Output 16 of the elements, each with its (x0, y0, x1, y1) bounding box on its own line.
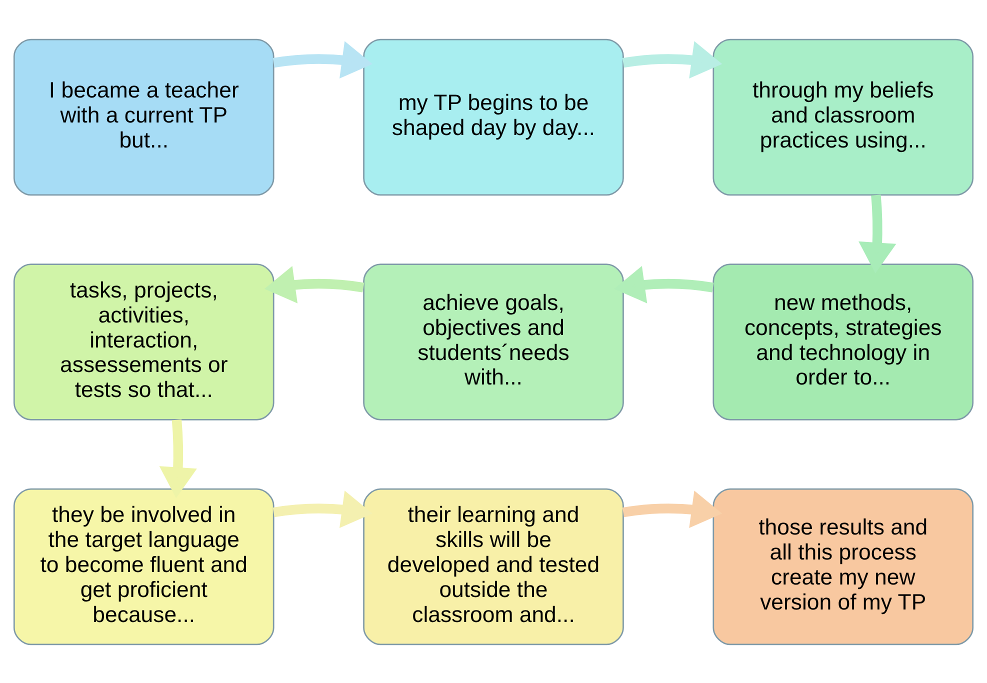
node-box: new methods, concepts, strategies and technology in order to... (712, 263, 974, 420)
node-box: achieve goals, objectives and students´needs with... (363, 263, 624, 420)
arrow (858, 194, 896, 273)
node-box: those results and all this process create my new version of my TP (712, 488, 974, 645)
arrow (272, 40, 373, 78)
node-box: their learning and skills will be developed and tested outside the classroom and... (363, 488, 624, 645)
node-box: my TP begins to be shaped day by day... (363, 38, 624, 196)
node-box: through my beliefs and classroom practices using... (712, 38, 974, 196)
arrow (272, 490, 373, 528)
arrow (622, 40, 722, 78)
node-box: they be involved in the target language to become fluent and get proficient because... (13, 488, 274, 645)
arrow (159, 418, 197, 498)
arrow (264, 265, 364, 303)
node-box: tasks, projects, activities, interaction, assessements or tests so that... (13, 263, 274, 420)
arrow (622, 490, 722, 528)
node-box: I became a teacher with a current TP but... (13, 38, 274, 196)
